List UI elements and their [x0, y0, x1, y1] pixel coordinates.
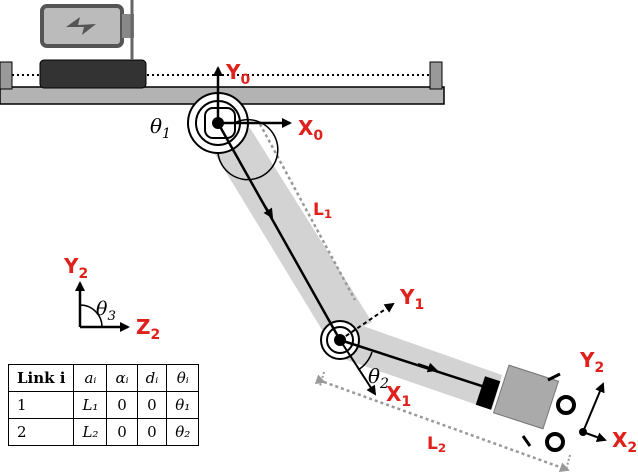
link1-body [210, 128, 372, 343]
cell: L₁ [73, 391, 108, 419]
y1-axis [339, 302, 395, 341]
cell: θ₂ [166, 418, 200, 446]
link1-arrow [259, 197, 274, 219]
cell: 2 [7, 418, 75, 446]
header-theta: θᵢ [166, 364, 200, 392]
label-theta2: θ2 [368, 364, 389, 392]
cell: L₂ [73, 418, 108, 446]
link1-line [216, 122, 342, 341]
label-x1: X1 [386, 382, 411, 410]
x2-axis [582, 431, 607, 442]
label-y1: Y1 [399, 285, 424, 313]
header-a: aᵢ [73, 364, 108, 392]
cell: θ₁ [166, 391, 200, 419]
theta3-arc [79, 304, 103, 328]
header-d: dᵢ [136, 364, 168, 392]
link2-arrow [417, 362, 438, 373]
table-row: 2 L₂ 0 0 θ₂ [7, 418, 200, 446]
label-side-y2: Y2 [63, 254, 88, 282]
cell: 0 [136, 391, 168, 419]
label-y2: Y2 [579, 348, 604, 376]
cell: 0 [106, 391, 138, 419]
label-theta3: θ3 [96, 298, 116, 324]
battery-cart [39, 0, 147, 89]
theta2-arc [357, 351, 373, 371]
table-row: 1 L₁ 0 0 θ₁ [7, 391, 200, 419]
label-L2: L2 [427, 434, 446, 455]
cell: 1 [7, 391, 75, 419]
header-link: Link i [7, 364, 75, 392]
y2-axis [582, 382, 605, 433]
theta1-arc [217, 118, 279, 181]
label-L1: L1 [313, 200, 332, 221]
lightning-icon [66, 17, 96, 35]
label-theta1: θ1 [150, 114, 171, 142]
label-side-z2: Z2 [136, 315, 160, 343]
x1-axis [339, 339, 377, 396]
cell: 0 [106, 418, 138, 446]
L2-dimension [314, 374, 570, 472]
header-alpha: αᵢ [106, 364, 138, 392]
cell: 0 [136, 418, 168, 446]
table-header-row: Link i aᵢ αᵢ dᵢ θᵢ [7, 364, 200, 392]
label-x0: X0 [298, 116, 323, 144]
label-y0: Y0 [225, 60, 250, 88]
label-x2: X2 [612, 428, 637, 456]
dh-parameter-table: Link i aᵢ αᵢ dᵢ θᵢ 1 L₁ 0 0 θ₁ 2 L₂ 0 0 … [7, 364, 200, 446]
